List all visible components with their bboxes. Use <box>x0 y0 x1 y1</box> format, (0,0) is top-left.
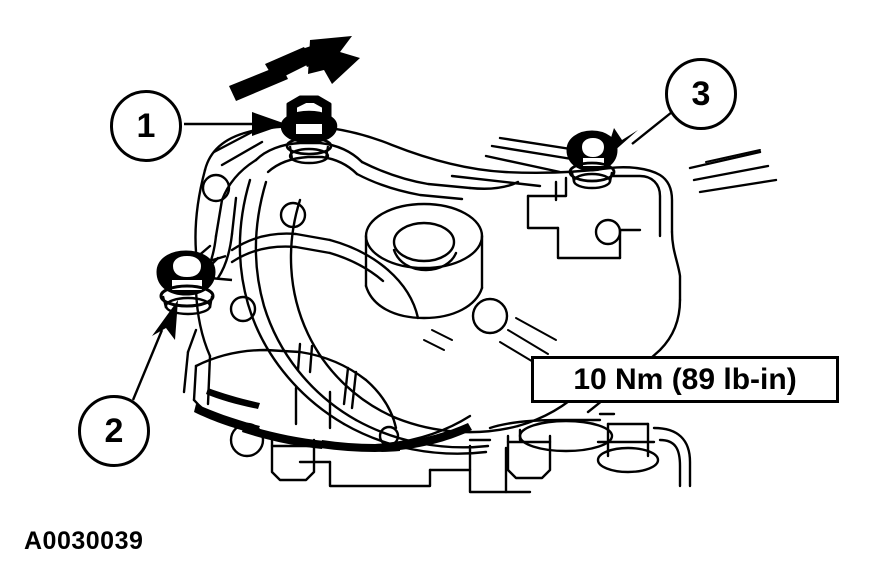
leader-arrow-right-icon <box>184 112 286 136</box>
oil-pan-flange <box>192 342 532 494</box>
lower-hex-bolts <box>270 412 692 488</box>
curved-direction-arrow-icon <box>229 36 360 101</box>
figure-id-label: A0030039 <box>24 527 144 555</box>
callout-2-number: 2 <box>104 412 124 450</box>
contour-detail-lines <box>423 149 761 367</box>
gasket-shading <box>194 388 472 452</box>
callout-3-number: 3 <box>691 75 711 113</box>
torque-spec-text: 10 Nm (89 lb-in) <box>573 362 797 396</box>
bolt-2-head <box>156 250 233 316</box>
callout-1-number: 1 <box>136 107 156 145</box>
bolt-3-head <box>566 130 618 190</box>
bolt-1-head <box>280 95 338 165</box>
torque-spec-box: 10 Nm (89 lb-in) <box>531 356 839 403</box>
leader-arrow-up-right-icon <box>131 300 178 401</box>
callout-1[interactable]: 1 <box>110 90 182 162</box>
cylindrical-boss-with-bore <box>364 202 484 320</box>
callout-2[interactable]: 2 <box>78 395 150 467</box>
engine-housing-outline <box>182 124 778 455</box>
callout-3[interactable]: 3 <box>665 58 737 130</box>
leader-arrow-down-left-icon <box>604 111 673 160</box>
